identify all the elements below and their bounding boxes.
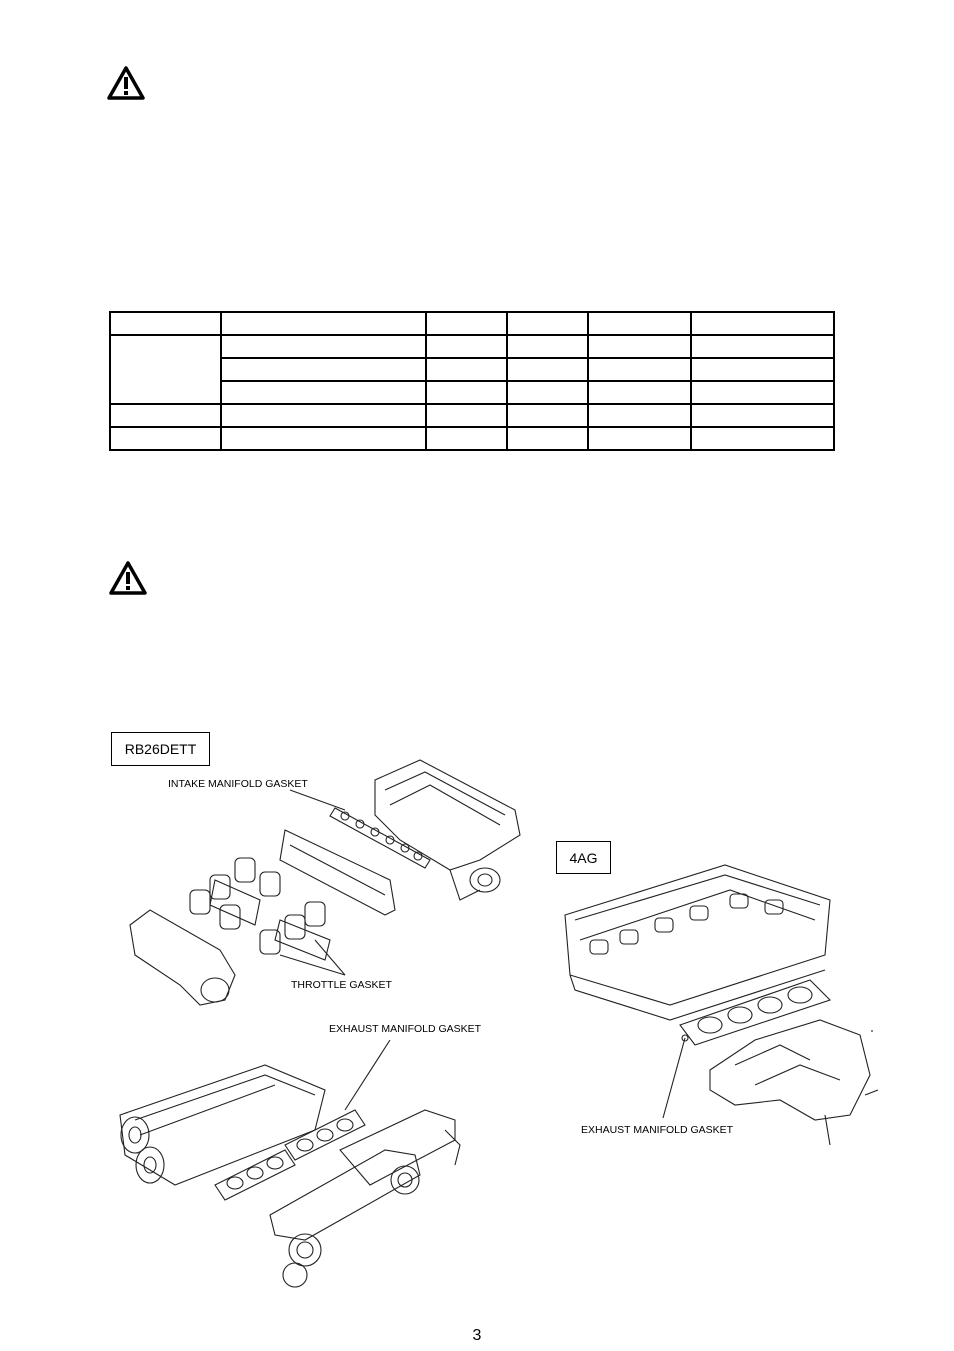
table-cell [425,357,508,382]
table-row [109,334,835,405]
table-cell [690,334,835,359]
table-cell [587,334,692,359]
table-cell [425,334,508,359]
table-cell [425,380,508,405]
table-cell [425,426,508,451]
table-cell [109,403,222,428]
table-cell [506,426,589,451]
table-cell [425,311,508,336]
warning-triangle-icon [107,66,145,100]
4ag-exhaust-manifold-gasket-callout: EXHAUST MANIFOLD GASKET [581,1124,734,1136]
table-row [109,403,835,428]
table-cell [425,403,508,428]
table-cell [220,380,427,405]
table-cell [587,357,692,382]
exhaust-manifold-gasket-callout: EXHAUST MANIFOLD GASKET [329,1023,482,1035]
table-cell [506,380,589,405]
table-cell [220,357,427,382]
table-cell [220,334,427,359]
intake-manifold-gasket-callout: INTAKE MANIFOLD GASKET [168,778,308,790]
table-row [109,311,835,336]
table-cell [690,380,835,405]
table-cell [220,311,427,336]
table-cell [109,426,222,451]
rb26-exhaust-drawing [119,1039,461,1288]
table-cell [506,334,589,359]
table-cell [506,357,589,382]
table-cell [587,311,692,336]
table-cell [690,426,835,451]
table-cell [109,311,222,336]
table-cell [587,426,692,451]
4ag-drawing [564,864,879,1146]
rb26dett-label-box: RB26DETT [111,732,210,766]
throttle-gasket-callout: THROTTLE GASKET [291,979,392,991]
rb26-intake-drawing [129,759,521,1006]
spec-table [109,311,835,451]
warning-triangle-icon [109,561,147,595]
page-number: 3 [472,1327,482,1344]
table-row [110,380,835,405]
table-cell [587,380,692,405]
table-cell [109,334,222,405]
table-cell [690,403,835,428]
table-cell [220,403,427,428]
table-row [109,426,835,451]
table-row [110,357,835,382]
table-cell [690,311,835,336]
table-cell [690,357,835,382]
table-cell [587,403,692,428]
table-cell [220,426,427,451]
4ag-label-box: 4AG [556,841,611,874]
table-cell [506,403,589,428]
table-cell [506,311,589,336]
